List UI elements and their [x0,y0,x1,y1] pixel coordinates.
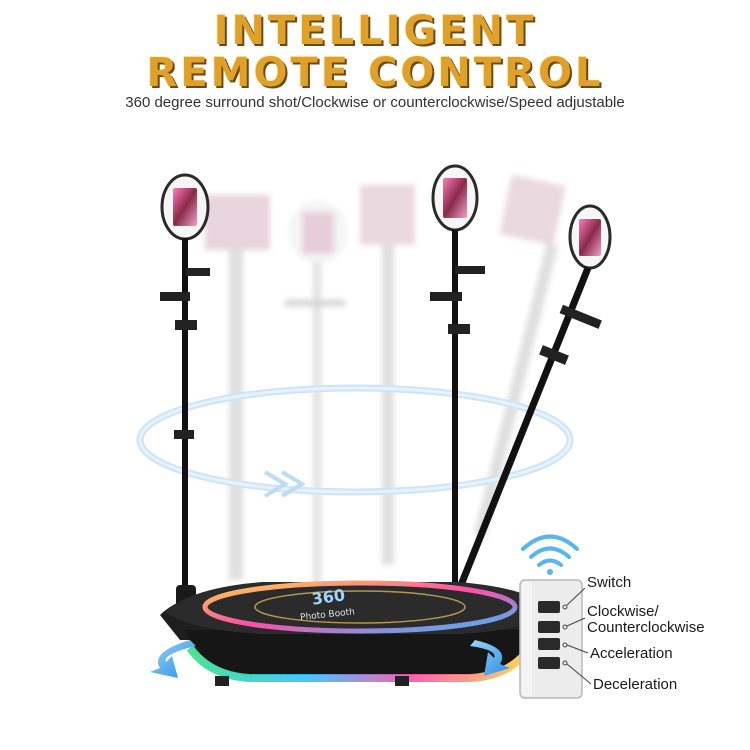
label-clockwise-line2: Counterclockwise [587,619,705,636]
motion-ghost-stands [205,175,566,592]
rotation-arrow-left-icon [150,640,196,678]
rotation-arrow-right-icon [470,640,510,676]
stand-right [451,204,612,602]
wifi-icon [521,534,579,575]
remote-button-direction [538,621,560,633]
ghost-stand-1 [205,195,270,580]
label-deceleration: Deceleration [593,676,678,693]
remote-button-acceleration [538,638,560,650]
remote-button-switch [538,601,560,613]
subtitle: 360 degree surround shot/Clockwise or co… [125,94,625,111]
platform-logo: 360 [311,585,347,608]
stand-middle [430,164,485,590]
headline-remote-control: REMOTE CONTROL [146,50,604,96]
label-acceleration: Acceleration [590,645,673,662]
remote-button-deceleration [538,657,560,669]
turntable-platform: 360 Photo Booth [160,580,560,686]
label-clockwise: Clockwise/ Counterclockwise [587,604,705,636]
remote-control [519,579,592,699]
ghost-stand-4 [473,175,566,537]
headline-intelligent: INTELLIGENT [213,8,537,54]
ghost-stand-2 [285,201,347,592]
label-clockwise-line1: Clockwise/ [587,603,659,620]
ghost-stand-3 [360,185,415,565]
stand-left [160,173,210,607]
label-switch: Switch [587,574,632,591]
orbit-chevron-icon [263,470,306,498]
rotation-orbit [136,384,574,498]
